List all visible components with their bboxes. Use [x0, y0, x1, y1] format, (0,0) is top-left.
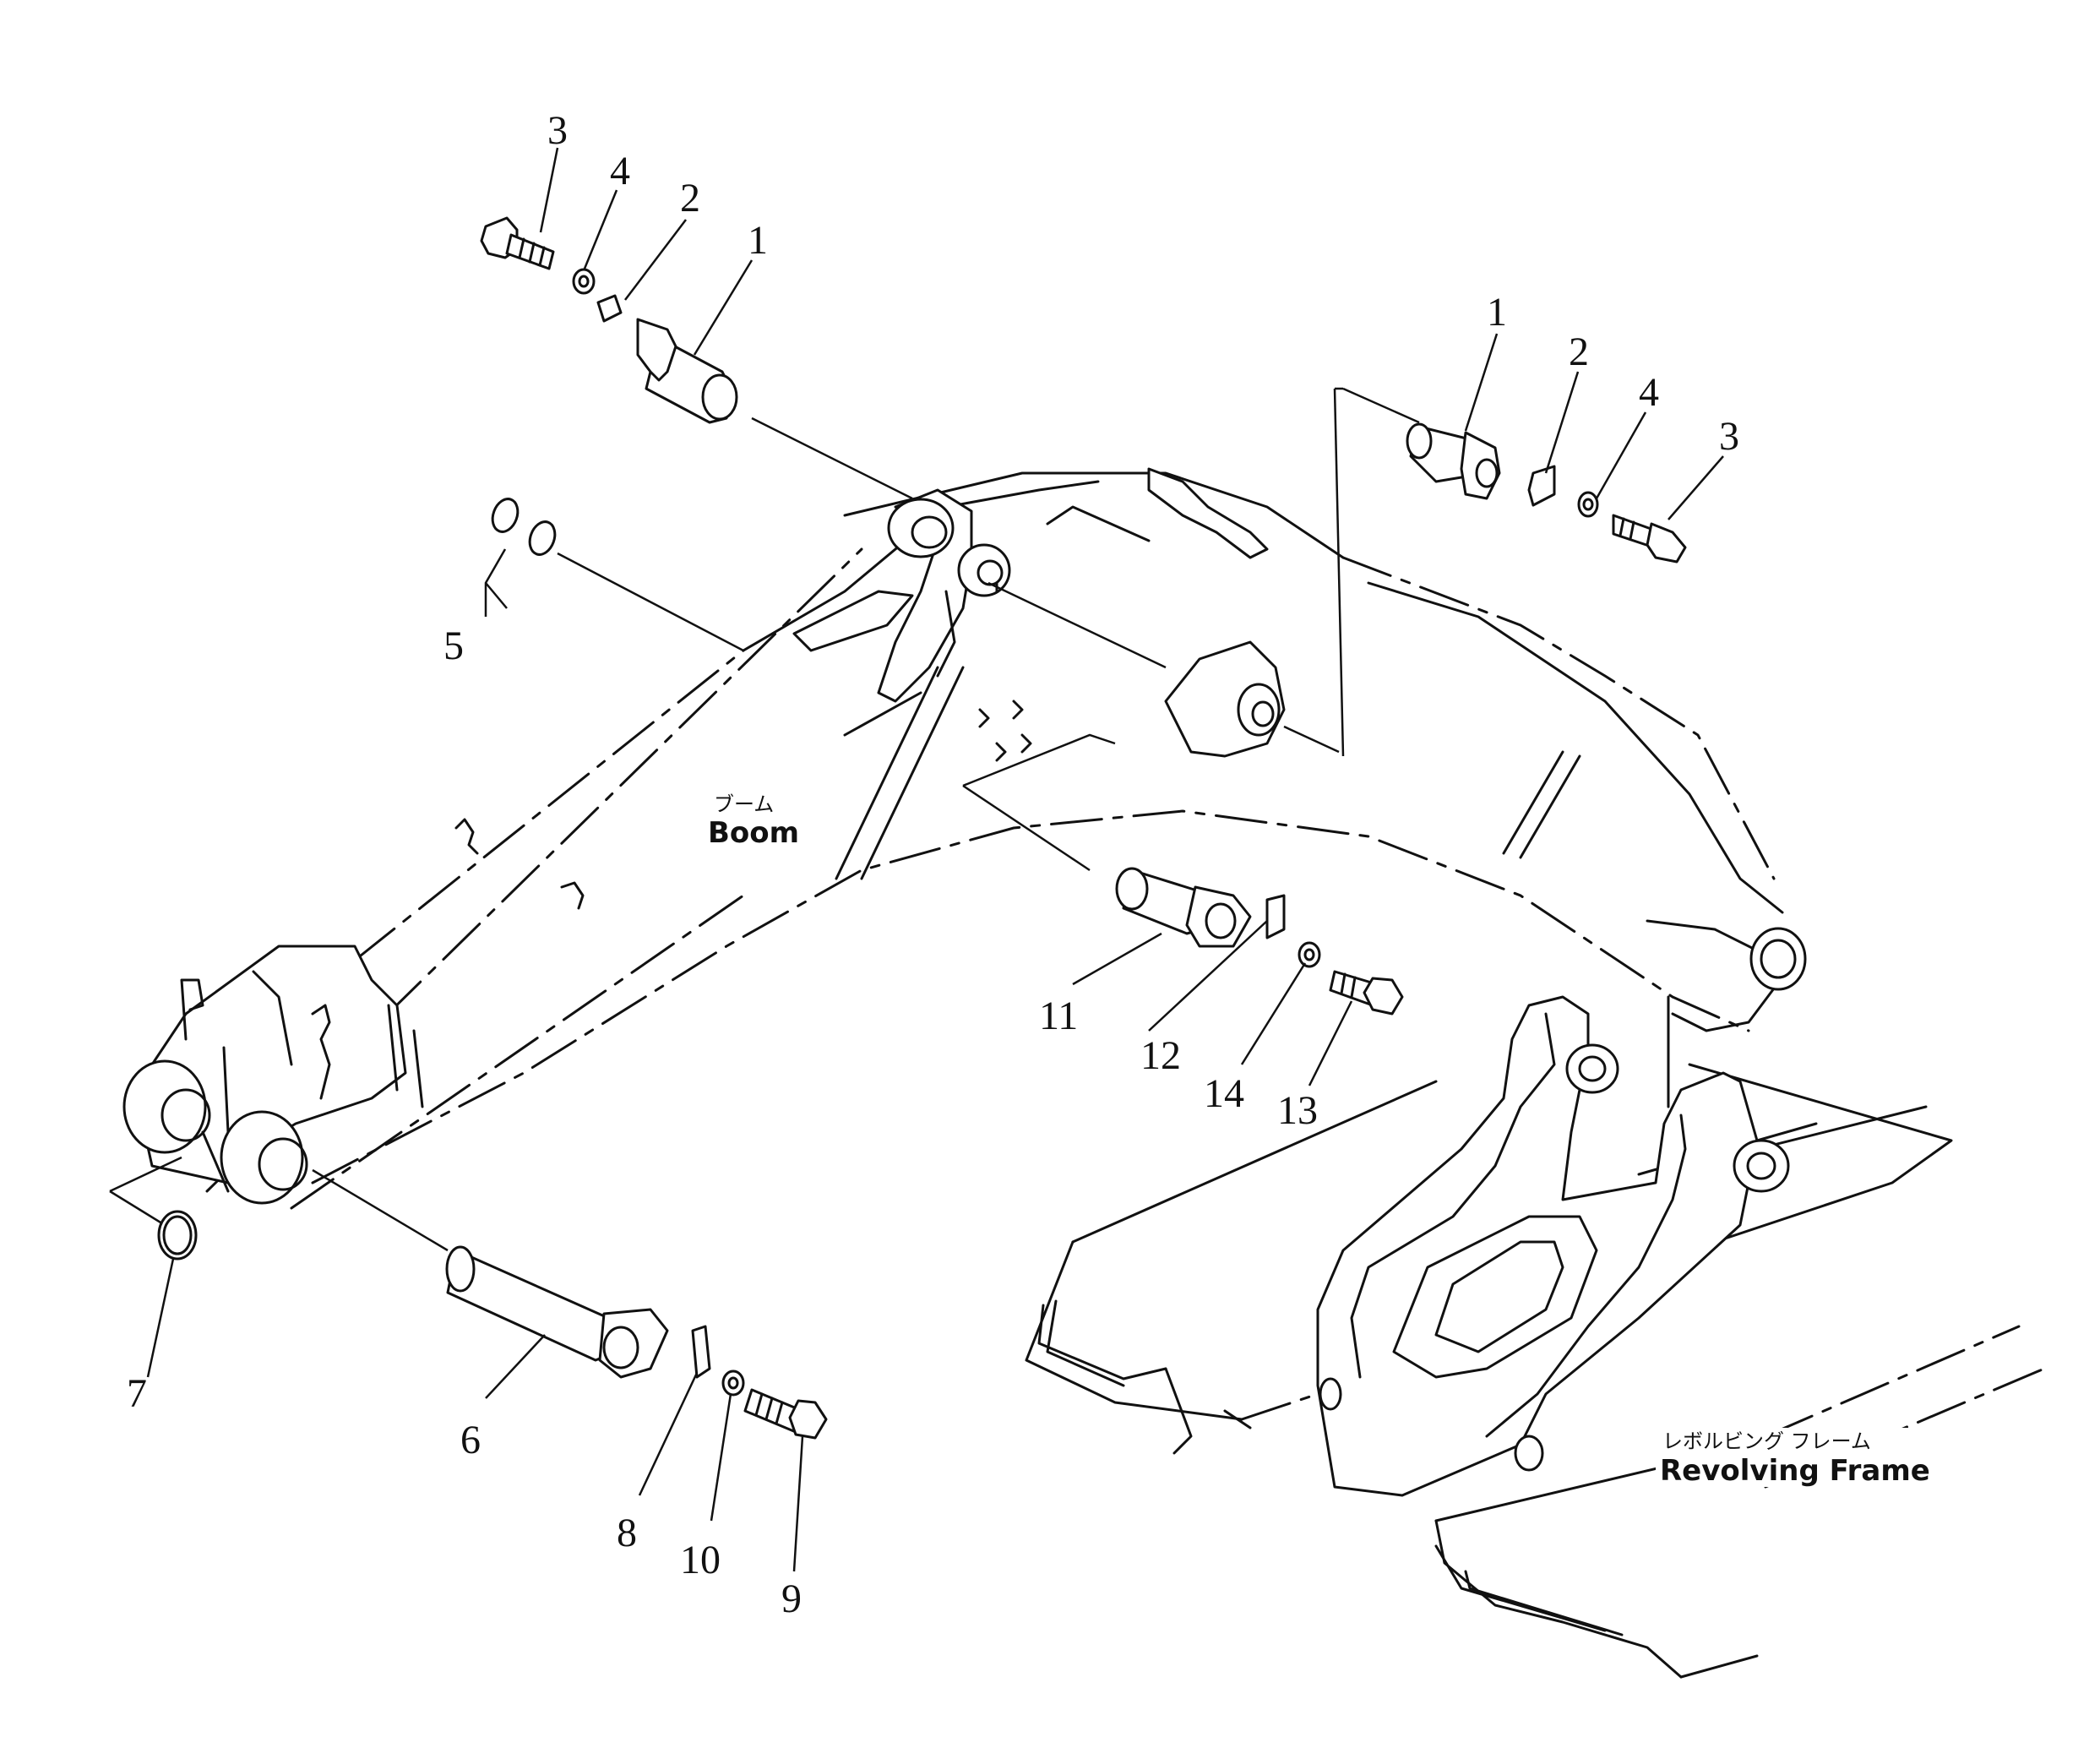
callout-4-right: 4 [1639, 370, 1659, 415]
callout-7: 7 [127, 1371, 147, 1416]
callout-2-right: 2 [1569, 329, 1589, 374]
frame-label-jp: レボルビング フレーム [1662, 1429, 1871, 1453]
shim-7 [157, 1210, 198, 1261]
bolt-13 [1329, 970, 1404, 1016]
callout-numbers: 3 4 2 1 1 2 4 3 5 11 12 14 13 7 6 8 10 9 [127, 108, 1739, 1621]
shim-12 [1265, 894, 1286, 939]
pin-1-right [1406, 422, 1501, 500]
washer-14 [1298, 941, 1321, 968]
callout-5: 5 [443, 623, 464, 668]
washer-10 [721, 1369, 745, 1397]
pin-1-upper [636, 318, 738, 424]
callout-2-upper: 2 [680, 176, 700, 221]
frame-label-en: Revolving Frame [1660, 1454, 1930, 1488]
shim-2-upper [596, 294, 623, 323]
callout-11: 11 [1039, 994, 1078, 1038]
callout-3-right: 3 [1719, 414, 1739, 459]
pin-11 [1115, 867, 1252, 948]
revolving-frame [1025, 995, 2046, 1679]
boom-label-jp: ブーム [714, 792, 774, 816]
bolt-9 [743, 1388, 828, 1440]
shim-2-right [1527, 465, 1556, 507]
callout-12: 12 [1140, 1033, 1181, 1078]
bolt-3-right [1612, 514, 1687, 564]
callout-leaders [146, 147, 1724, 1572]
callout-6: 6 [460, 1418, 481, 1462]
pin-6 [445, 1245, 669, 1379]
callout-14: 14 [1204, 1071, 1244, 1116]
reference-lines [109, 387, 1420, 1252]
callout-9: 9 [781, 1576, 802, 1621]
callout-8: 8 [617, 1511, 637, 1555]
callout-1-upper: 1 [748, 218, 768, 263]
captions: ブーム Boom レボルビング フレーム Revolving Frame [701, 786, 1930, 1488]
callout-1-right: 1 [1487, 290, 1507, 335]
shim-8 [691, 1325, 711, 1379]
washer-4-upper [572, 268, 596, 295]
boom-label-en: Boom [708, 816, 799, 850]
shim-5 [491, 498, 557, 556]
callout-3-upper: 3 [547, 108, 568, 153]
bolt-3-upper [480, 216, 555, 270]
callout-10: 10 [680, 1538, 721, 1582]
washer-4-right [1577, 491, 1599, 518]
callout-13: 13 [1277, 1088, 1318, 1133]
callout-4-upper: 4 [610, 149, 630, 193]
boom [122, 467, 1807, 1210]
